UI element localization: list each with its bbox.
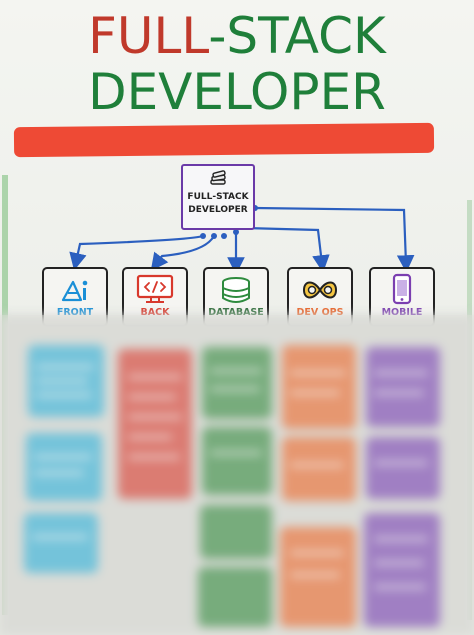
title-word-stack: STACK — [226, 7, 386, 65]
frontend-label: FRONT — [56, 307, 94, 318]
center-node-label-2: DEVELOPER — [188, 205, 248, 215]
center-node-label-1: FULL-STACK — [187, 192, 249, 202]
database-icon — [222, 277, 250, 303]
title-line-2: DEVELOPER — [88, 63, 386, 121]
title-word-full: FULL — [88, 7, 209, 65]
blur-overlay — [0, 315, 474, 635]
full-stack-developer-node: FULL-STACK DEVELOPER — [181, 164, 255, 230]
devops-label: DEV OPS — [296, 307, 344, 318]
frontend-icon — [61, 280, 88, 302]
stack-icon — [183, 170, 253, 190]
database-label: DATABASE — [208, 307, 264, 318]
backend-label: BACK — [140, 307, 170, 318]
infinity-icon — [302, 281, 338, 299]
mobile-label: MOBILE — [381, 307, 423, 318]
blurred-region — [0, 315, 474, 635]
redacted-bar — [13, 122, 435, 158]
mobile-icon — [392, 273, 412, 305]
title-dash: - — [208, 7, 227, 65]
title-line-1: FULL-STACK — [0, 6, 474, 66]
code-monitor-icon — [136, 274, 174, 303]
